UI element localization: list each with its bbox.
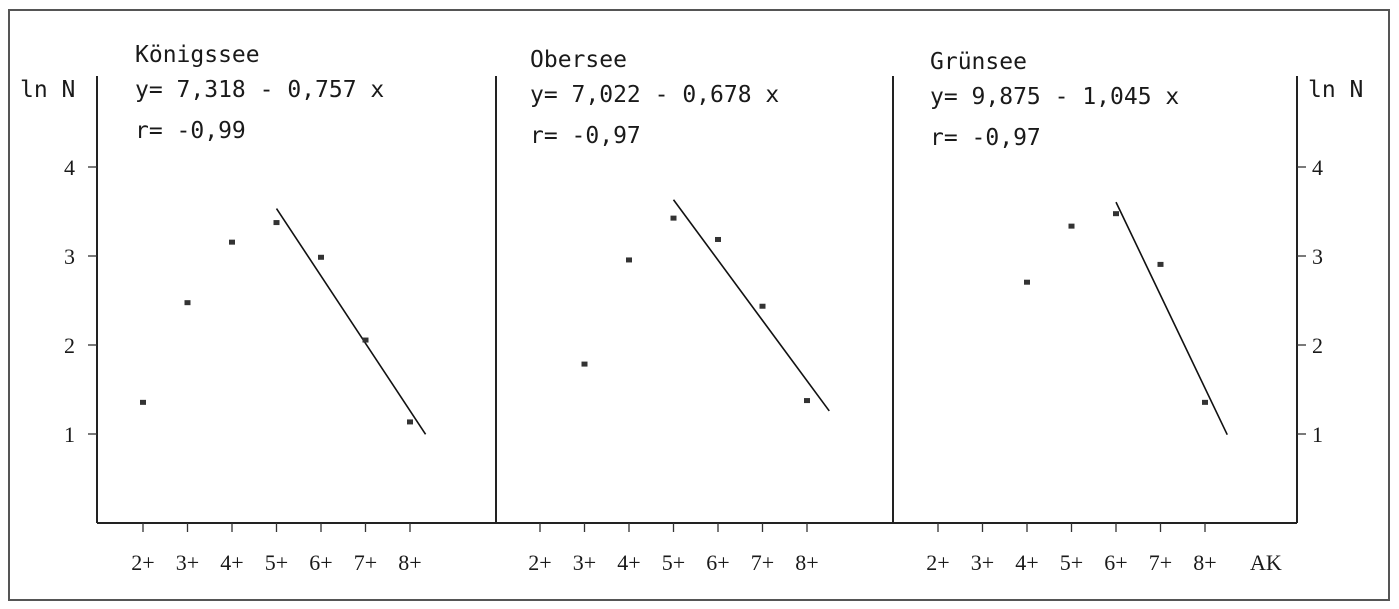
x-tick-label: 2+	[926, 550, 949, 575]
data-point	[140, 399, 146, 405]
x-tick-label: 3+	[176, 550, 199, 575]
panel-plot: 2+ 3+ 4+ 5+ 6+ 7+ 8+	[495, 76, 893, 575]
regression-line	[672, 199, 830, 412]
x-tick-label: 6+	[309, 550, 332, 575]
panel-obersee: Obersee y= 7,022 - 0,678 x r= -0,97 2+ 3+…	[495, 47, 893, 575]
data-point	[759, 303, 766, 309]
y-tick-label: 4	[1312, 155, 1323, 180]
regression-equation: y= 7,022 - 0,678 x	[530, 82, 779, 108]
correlation-coefficient: r= -0,97	[530, 123, 641, 149]
x-tick-label: 4+	[1015, 550, 1038, 575]
correlation-coefficient: r= -0,99	[135, 118, 246, 144]
x-tick-label: 4+	[617, 550, 640, 575]
regression-equation: y= 7,318 - 0,757 x	[135, 77, 384, 103]
data-point	[318, 254, 324, 260]
panel-plot: 2+ 3+ 4+ 5+ 6+ 7+ 8+ 1 2 3 4	[892, 76, 1323, 575]
frame-border	[8, 9, 1390, 601]
x-tick-label: 2+	[131, 550, 154, 575]
y-tick-label: 3	[1312, 244, 1323, 269]
correlation-coefficient: r= -0,97	[930, 125, 1041, 151]
x-tick-label: 7+	[1149, 550, 1172, 575]
x-tick-label: 3+	[573, 550, 596, 575]
x-tick-label: 2+	[528, 550, 551, 575]
data-point	[626, 257, 632, 263]
y-tick-label: 2	[64, 333, 75, 358]
regression-line	[275, 208, 427, 435]
x-axis-label: AK	[1250, 550, 1282, 575]
data-point	[1202, 399, 1208, 405]
regression-line	[1115, 201, 1228, 436]
regression-equation: y= 9,875 - 1,045 x	[930, 84, 1179, 110]
x-tick-label: 7+	[751, 550, 774, 575]
y-tick-label: 4	[64, 155, 75, 180]
data-point	[184, 300, 191, 306]
data-point	[1113, 211, 1119, 217]
panel-konigssee: Königssee y= 7,318 - 0,757 x r= -0,99 2+…	[64, 42, 496, 575]
x-tick-label: 4+	[220, 550, 243, 575]
data-point	[715, 236, 721, 242]
data-point	[581, 361, 588, 367]
y-axis-label-right: ln N	[1308, 77, 1363, 103]
x-tick-label: 6+	[706, 550, 729, 575]
data-point	[804, 398, 810, 404]
x-tick-label: 3+	[971, 550, 994, 575]
data-point	[670, 215, 677, 221]
panel-title: Königssee	[135, 42, 260, 68]
panel-title: Grünsee	[930, 49, 1027, 75]
x-tick-label: 5+	[662, 550, 685, 575]
x-tick-label: 8+	[795, 550, 818, 575]
x-tick-label: 6+	[1104, 550, 1127, 575]
data-point	[273, 220, 280, 226]
y-tick-label: 2	[1312, 333, 1323, 358]
panel-plot: 2+ 3+ 4+ 5+ 6+ 7+ 8+ 1 2 3 4	[64, 76, 496, 575]
data-point	[1068, 223, 1075, 229]
x-tick-label: 5+	[1060, 550, 1083, 575]
data-point	[407, 419, 413, 425]
x-tick-label: 8+	[1193, 550, 1216, 575]
x-tick-label: 5+	[265, 550, 288, 575]
data-point	[229, 239, 235, 245]
x-tick-label: 8+	[398, 550, 421, 575]
y-tick-label: 1	[64, 422, 75, 447]
data-point	[1157, 261, 1164, 267]
y-tick-label: 1	[1312, 422, 1323, 447]
panel-title: Obersee	[530, 47, 627, 73]
y-axis-label-left: ln N	[20, 77, 75, 103]
data-point	[1024, 279, 1030, 285]
data-point	[362, 337, 369, 343]
x-tick-label: 7+	[354, 550, 377, 575]
panel-grunsee: Grünsee y= 9,875 - 1,045 x r= -0,97 2+ 3+…	[892, 49, 1323, 575]
y-tick-label: 3	[64, 244, 75, 269]
